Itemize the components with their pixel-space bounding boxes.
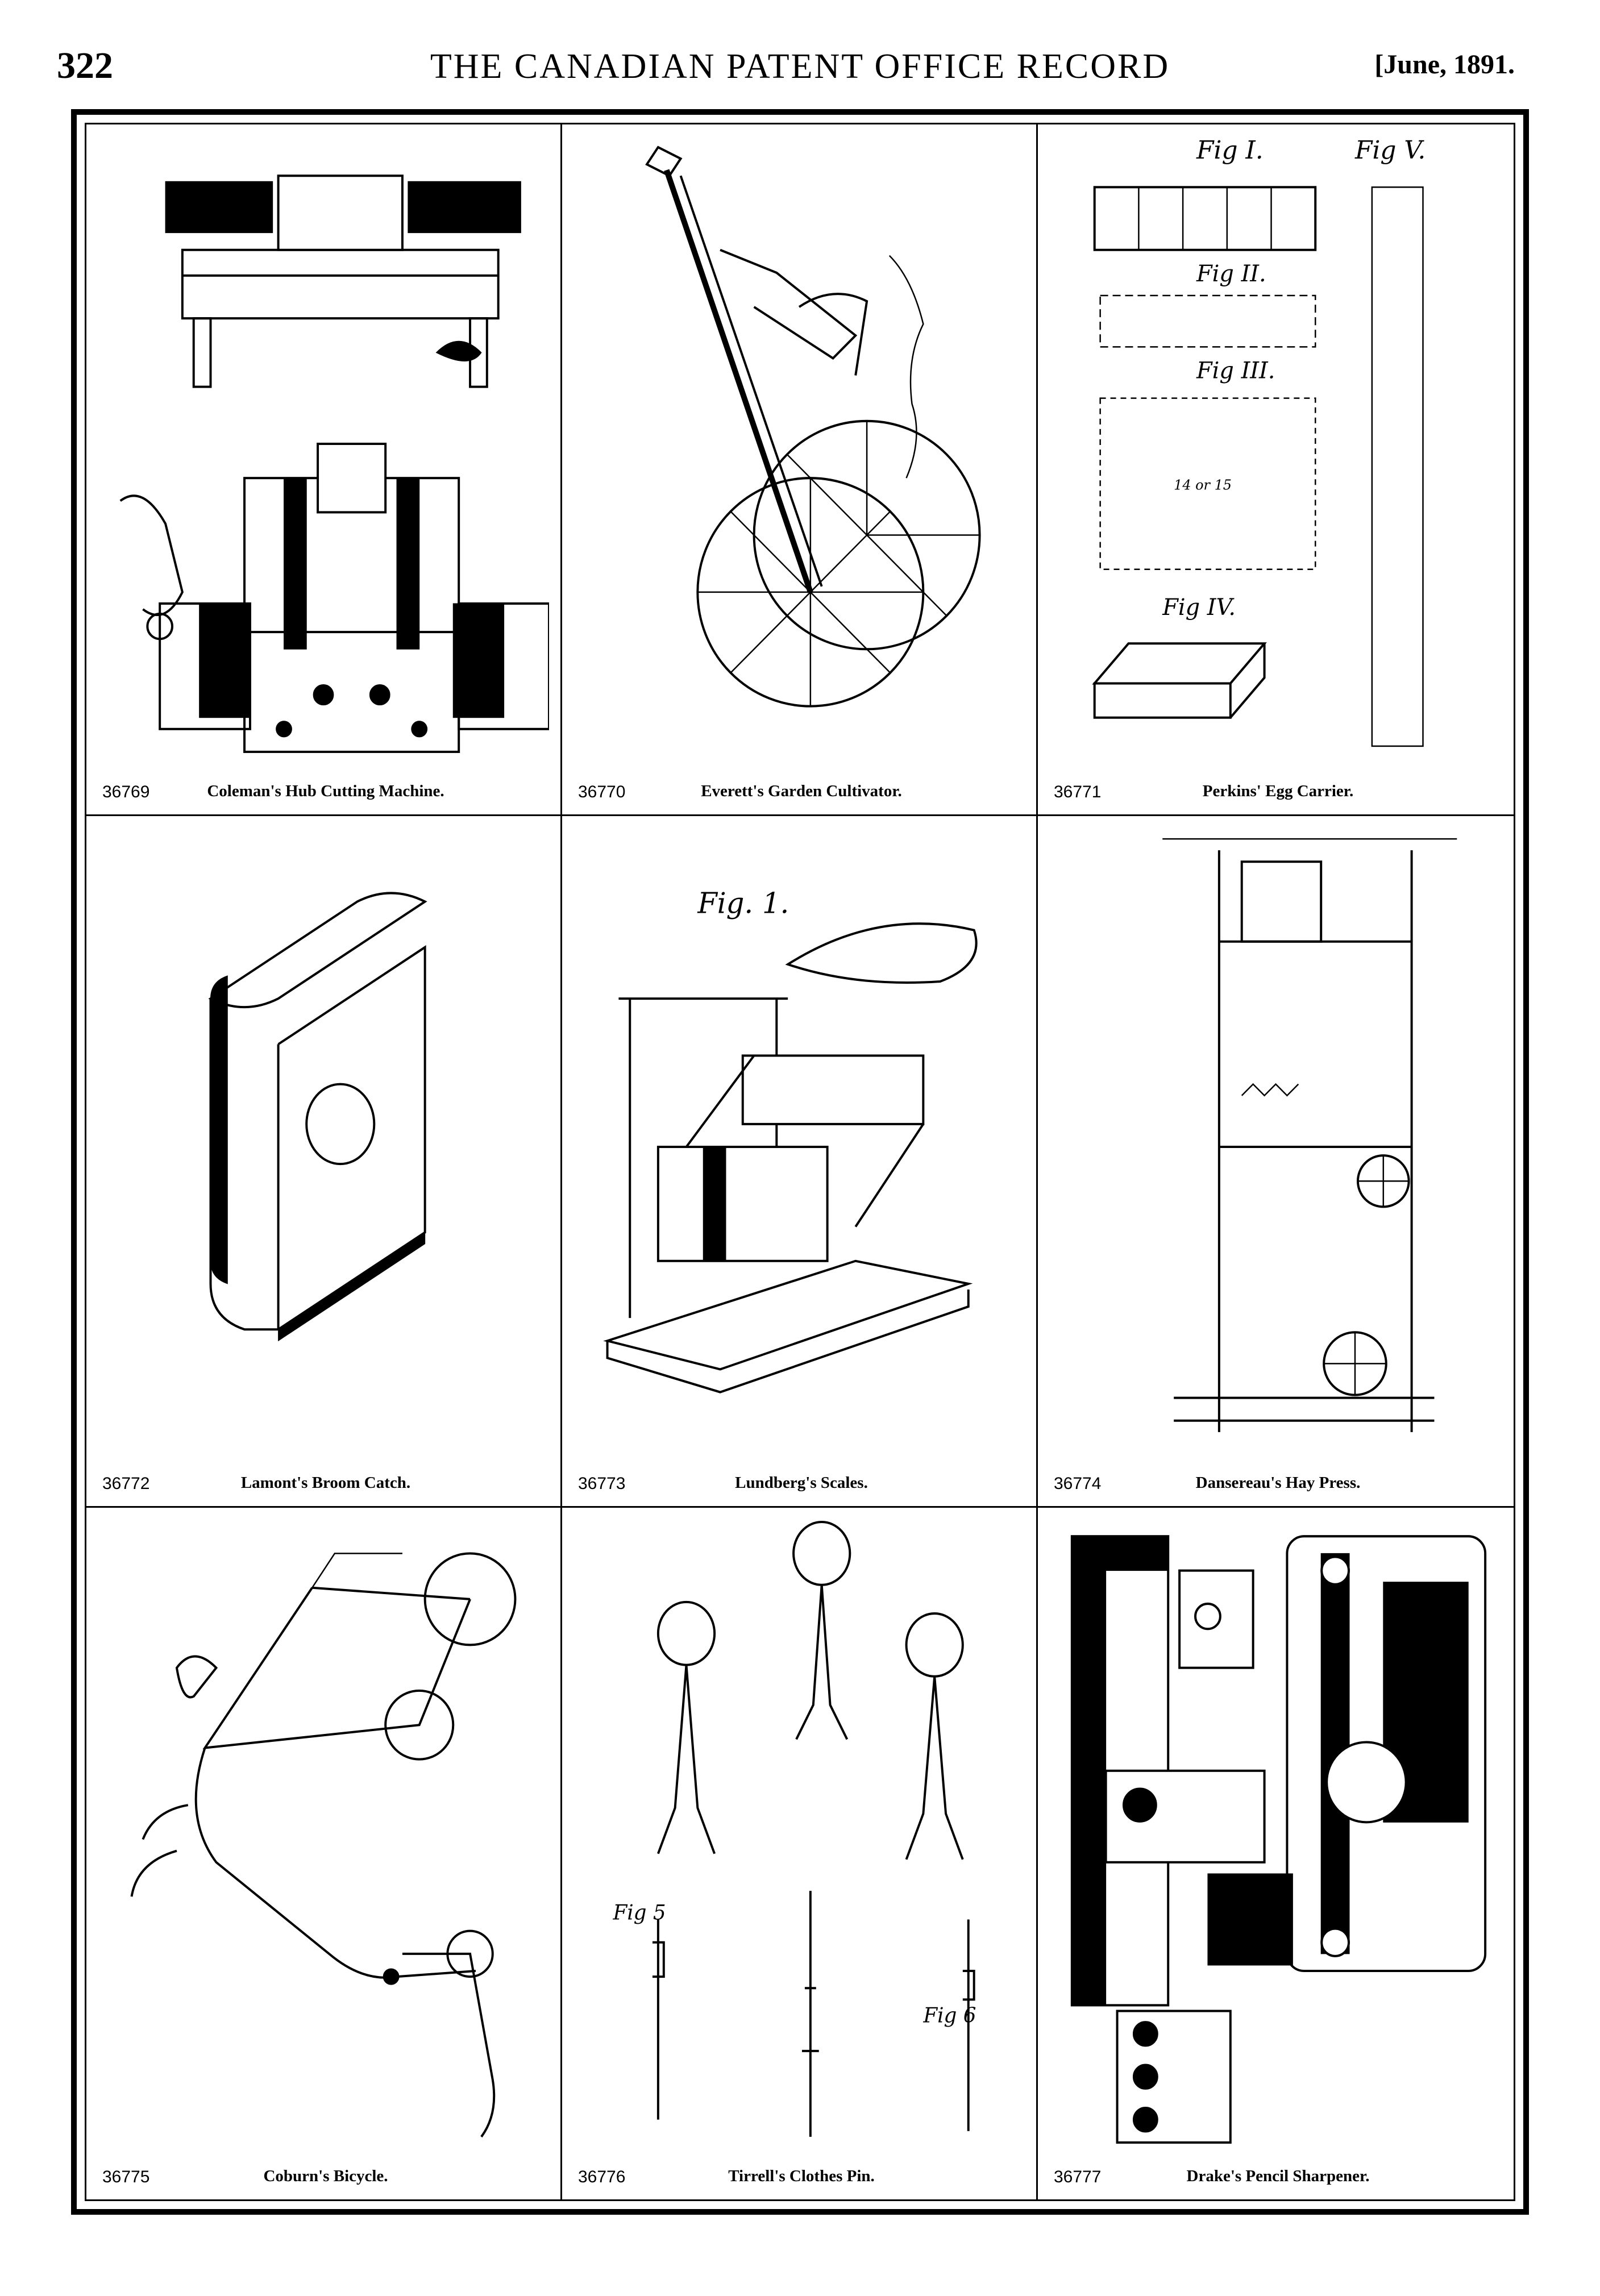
patent-plate: 36769 Coleman's Hub Cutting Machine.	[71, 109, 1529, 2215]
patent-cell-36772: 36772 Lamont's Broom Catch.	[86, 816, 562, 1508]
patent-number: 36777	[1054, 2168, 1102, 2186]
patent-title: Perkins' Egg Carrier.	[1202, 782, 1354, 800]
patent-grid: 36769 Coleman's Hub Cutting Machine.	[85, 123, 1515, 2201]
patent-title: Everett's Garden Cultivator.	[701, 782, 902, 800]
patent-cell-36775: 36775 Coburn's Bicycle.	[86, 1508, 562, 2199]
patent-title: Lundberg's Scales.	[735, 1474, 868, 1492]
patent-number: 36769	[102, 783, 150, 801]
clothes-pin-drawing: Fig 5 Fig 6	[612, 1521, 976, 2137]
hay-press-drawing	[1162, 838, 1457, 1432]
patent-caption: 36772 Lamont's Broom Catch.	[102, 1465, 549, 1494]
patent-caption: 36771 Perkins' Egg Carrier.	[1054, 773, 1502, 802]
issue-date: [June, 1891.	[1374, 49, 1515, 80]
patent-number: 36772	[102, 1474, 150, 1493]
fig-label: Fig III.	[1196, 357, 1275, 384]
patent-cell-36769: 36769 Coleman's Hub Cutting Machine.	[86, 124, 562, 816]
patent-number: 36771	[1054, 783, 1102, 801]
patent-caption: 36770 Everett's Garden Cultivator.	[578, 773, 1025, 802]
fig-label: Fig II.	[1196, 261, 1266, 287]
patent-caption: 36776 Tirrell's Clothes Pin.	[578, 2158, 1025, 2187]
fig-label: Fig. 1.	[697, 887, 789, 920]
patent-cell-36776: Fig 5 Fig 6 36776 Tirrell's Clothes Pin.	[562, 1508, 1038, 2199]
patent-caption: 36774 Dansereau's Hay Press.	[1054, 1465, 1502, 1494]
patent-cell-36771: Fig I. Fig V. Fig II. Fig III. 14 or 15 …	[1038, 124, 1514, 816]
patent-number: 36773	[578, 1474, 626, 1493]
fig-inner-label: 14 or 15	[1174, 477, 1232, 493]
patent-number: 36776	[578, 2168, 626, 2186]
patent-number: 36774	[1054, 1474, 1102, 1493]
hub-cutting-machine-drawing	[119, 174, 549, 753]
patent-title: Tirrell's Clothes Pin.	[728, 2167, 875, 2185]
patent-cell-36777: 36777 Drake's Pencil Sharpener.	[1038, 1508, 1514, 2199]
broom-catch-drawing	[208, 892, 427, 1342]
patent-cell-36773: Fig. 1. 36773 Lundberg's Scales.	[562, 816, 1038, 1508]
scales-drawing: Fig. 1.	[603, 887, 978, 1394]
egg-carrier-drawing: Fig I. Fig V. Fig II. Fig III. 14 or 15 …	[1092, 136, 1426, 747]
fig-label: Fig V.	[1354, 136, 1426, 165]
patent-caption: 36769 Coleman's Hub Cutting Machine.	[102, 773, 549, 802]
garden-cultivator-drawing	[645, 145, 981, 708]
patent-number: 36775	[102, 2168, 150, 2186]
patent-caption: 36777 Drake's Pencil Sharpener.	[1054, 2158, 1502, 2187]
patent-caption: 36775 Coburn's Bicycle.	[102, 2158, 549, 2187]
patent-title: Drake's Pencil Sharpener.	[1186, 2167, 1370, 2185]
fig-label: Fig I.	[1196, 136, 1264, 165]
page-number: 322	[57, 45, 113, 86]
fig-label: Fig IV.	[1162, 594, 1236, 621]
patent-cell-36770: 36770 Everett's Garden Cultivator.	[562, 124, 1038, 816]
patent-title: Coburn's Bicycle.	[263, 2167, 388, 2185]
journal-title: THE CANADIAN PATENT OFFICE RECORD	[430, 47, 1170, 86]
page-header: 322 THE CANADIAN PATENT OFFICE RECORD [J…	[0, 0, 1600, 114]
patent-title: Dansereau's Hay Press.	[1195, 1474, 1361, 1492]
patent-cell-36774: 36774 Dansereau's Hay Press.	[1038, 816, 1514, 1508]
pencil-sharpener-drawing	[1070, 1535, 1487, 2144]
patent-caption: 36773 Lundberg's Scales.	[578, 1465, 1025, 1494]
patent-number: 36770	[578, 783, 626, 801]
bicycle-drawing	[130, 1552, 517, 2138]
patent-title: Coleman's Hub Cutting Machine.	[207, 782, 444, 800]
patent-title: Lamont's Broom Catch.	[240, 1474, 411, 1492]
